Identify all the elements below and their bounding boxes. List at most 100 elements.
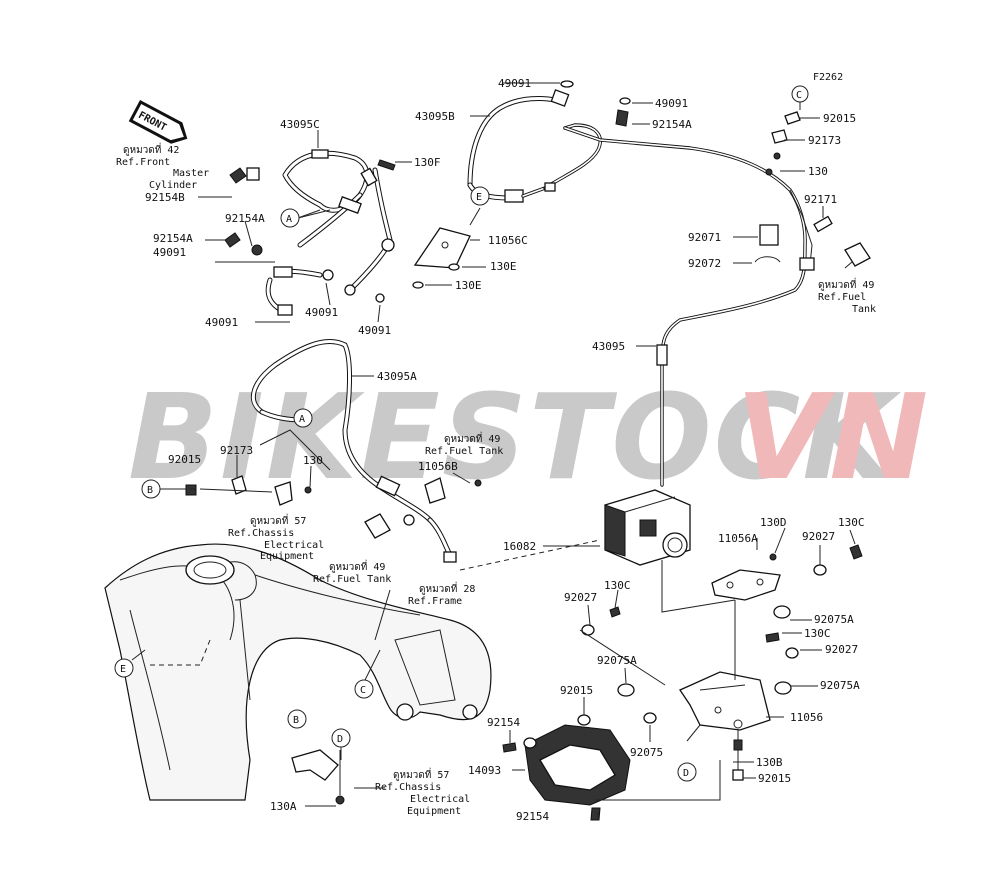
svg-text:Ref.Frame: Ref.Frame — [408, 596, 462, 607]
part-label-130C-2: 130C — [604, 579, 631, 592]
bracket-11056 — [679, 600, 771, 781]
part-label-92075A-3: 92075A — [820, 679, 860, 692]
svg-text:Ref.Chassis: Ref.Chassis — [228, 528, 294, 539]
part-label-11056A: 11056A — [718, 532, 758, 545]
svg-text:ดูหมวดที่ 42: ดูหมวดที่ 42 — [123, 142, 179, 156]
callout-E-1: E — [470, 186, 490, 206]
svg-text:ดูหมวดที่ 57: ดูหมวดที่ 57 — [250, 513, 306, 527]
svg-text:B: B — [147, 485, 153, 496]
watermark: BIKESTOCK VN — [128, 368, 928, 506]
part-label-92015-bottom: 92015 — [758, 772, 791, 785]
bracket-lower-D — [291, 749, 345, 805]
abs-unit-16082 — [459, 489, 736, 613]
callout-A-2: A — [293, 408, 313, 428]
part-label-11056C: 11056C — [488, 234, 528, 247]
part-label-92154A-left: 92154A — [225, 212, 265, 225]
svg-text:D: D — [683, 768, 689, 779]
part-label-92154A-top: 92154A — [652, 118, 692, 131]
bracket-11056A — [711, 544, 863, 695]
svg-text:ดูหมวดที่ 28: ดูหมวดที่ 28 — [419, 581, 475, 595]
svg-text:ดูหมวดที่ 49: ดูหมวดที่ 49 — [444, 431, 500, 445]
svg-text:Cylinder: Cylinder — [149, 180, 197, 191]
ref-fuel-tank-low: ดูหมวดที่ 49 Ref.Fuel Tank — [313, 559, 391, 585]
part-label-130E-2: 130E — [455, 279, 482, 292]
part-label-130A: 130A — [270, 800, 297, 813]
part-label-49091-top: 49091 — [498, 77, 531, 90]
svg-text:C: C — [360, 685, 366, 696]
svg-text:Ref.Fuel Tank: Ref.Fuel Tank — [313, 574, 391, 585]
part-label-92072: 92072 — [688, 257, 721, 270]
ref-fuel-tank-mid: ดูหมวดที่ 49 Ref.Fuel Tank — [425, 431, 503, 457]
part-label-92173-left: 92173 — [220, 444, 253, 457]
part-label-130C-1: 130C — [838, 516, 865, 529]
svg-text:A: A — [286, 214, 292, 225]
ref-fuel-tank-top: ดูหมวดที่ 49 Ref.Fuel Tank — [818, 277, 876, 315]
svg-text:Master: Master — [173, 168, 209, 179]
diagram-code: F2262 — [813, 72, 843, 83]
part-number-labels: 43095C 130F 92154B 92154A 92154A 49091 4… — [145, 77, 865, 823]
callout-D-2: D — [677, 762, 697, 782]
svg-text:ดูหมวดที่ 49: ดูหมวดที่ 49 — [818, 277, 874, 291]
part-label-43095A: 43095A — [377, 370, 417, 383]
svg-text:Ref.Fuel: Ref.Fuel — [818, 292, 866, 303]
brake-hose-left-lower — [265, 266, 323, 316]
part-label-92015-left: 92015 — [168, 453, 201, 466]
part-label-43095: 43095 — [592, 340, 625, 353]
svg-text:Electrical: Electrical — [264, 540, 324, 551]
svg-text:B: B — [293, 715, 299, 726]
part-label-92075A-1: 92075A — [814, 613, 854, 626]
svg-text:Equipment: Equipment — [260, 551, 314, 562]
svg-text:Tank: Tank — [852, 304, 876, 315]
ref-frame: ดูหมวดที่ 28 Ref.Frame — [408, 581, 475, 607]
svg-text:E: E — [476, 192, 482, 203]
part-label-92015-top: 92015 — [823, 112, 856, 125]
pipe-fittings-top-right — [754, 111, 871, 267]
part-label-92075A-2: 92075A — [597, 654, 637, 667]
part-label-130-left: 130 — [303, 454, 323, 467]
part-label-92154-2: 92154 — [516, 810, 549, 823]
svg-text:E: E — [120, 664, 126, 675]
part-label-92154-1: 92154 — [487, 716, 520, 729]
part-label-49091-left: 49091 — [153, 246, 186, 259]
part-label-43095C: 43095C — [280, 118, 320, 131]
ref-front-master-cylinder: ดูหมวดที่ 42 Ref.Front Master Cylinder — [116, 142, 209, 191]
part-label-92154B: 92154B — [145, 191, 185, 204]
part-label-43095B: 43095B — [415, 110, 455, 123]
svg-text:Electrical: Electrical — [410, 794, 470, 805]
callout-B-2: B — [287, 709, 307, 729]
part-label-92075: 92075 — [630, 746, 663, 759]
part-label-92173-top: 92173 — [808, 134, 841, 147]
part-label-92071: 92071 — [688, 231, 721, 244]
brake-pipe-43095 — [563, 126, 815, 487]
svg-text:Equipment: Equipment — [407, 806, 461, 817]
part-label-92154A-left2: 92154A — [153, 232, 193, 245]
svg-text:ดูหมวดที่ 57: ดูหมวดที่ 57 — [393, 767, 449, 781]
part-label-130F: 130F — [414, 156, 441, 169]
part-label-11056: 11056 — [790, 711, 823, 724]
ref-chassis-electrical-1: ดูหมวดที่ 57 Ref.Chassis Electrical Equi… — [228, 513, 324, 562]
part-label-49091-topright: 49091 — [655, 97, 688, 110]
svg-text:Ref.Front: Ref.Front — [116, 157, 170, 168]
part-label-16082: 16082 — [503, 540, 536, 553]
callout-C-2: C — [354, 679, 374, 699]
bracket-11056C — [412, 227, 471, 289]
part-label-130E-1: 130E — [490, 260, 517, 273]
part-label-14093: 14093 — [468, 764, 501, 777]
svg-text:Ref.Chassis: Ref.Chassis — [375, 782, 441, 793]
callout-B-1: B — [141, 479, 161, 499]
svg-text:A: A — [299, 414, 305, 425]
washers-mid — [577, 606, 666, 726]
part-label-49091-mid2: 49091 — [358, 324, 391, 337]
part-label-92027-2: 92027 — [564, 591, 597, 604]
part-label-92027-3: 92027 — [825, 643, 858, 656]
part-label-11056B: 11056B — [418, 460, 458, 473]
part-label-92027-1: 92027 — [802, 530, 835, 543]
part-label-92171: 92171 — [804, 193, 837, 206]
fittings-left-mid — [185, 429, 482, 539]
part-label-130D: 130D — [760, 516, 787, 529]
part-label-49091-bottom: 49091 — [205, 316, 238, 329]
svg-text:C: C — [796, 90, 802, 101]
brake-hose-43095A — [250, 339, 457, 563]
part-label-130-top: 130 — [808, 165, 828, 178]
